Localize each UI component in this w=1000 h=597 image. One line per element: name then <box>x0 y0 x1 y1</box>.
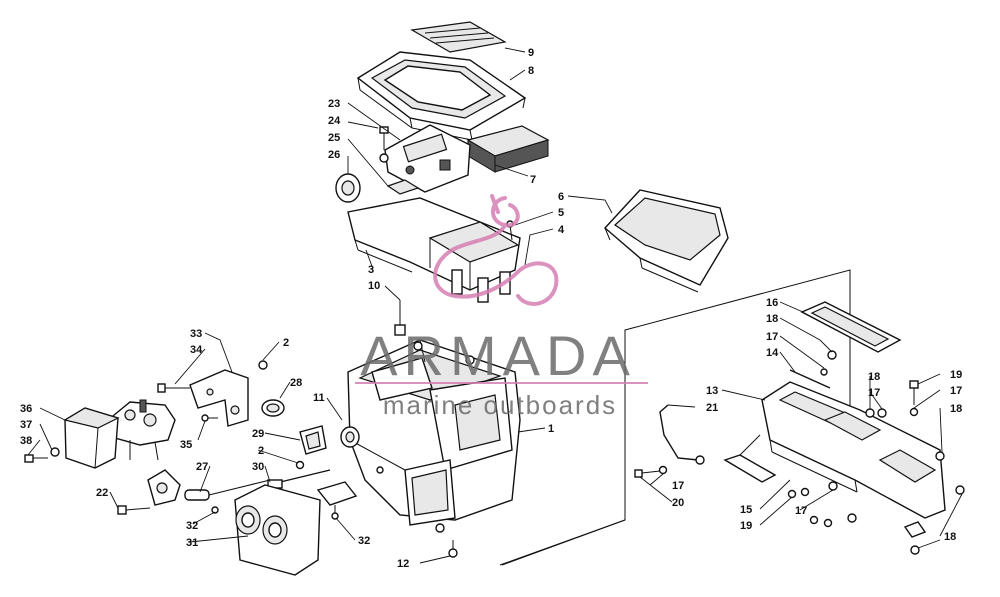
callout-23: 23 <box>328 98 340 110</box>
bolt-34 <box>157 383 190 393</box>
clamp-28 <box>261 399 285 417</box>
callout-35: 35 <box>180 439 192 451</box>
seahorse-logo <box>433 194 559 306</box>
callout-37: 37 <box>20 419 32 431</box>
callout-27: 27 <box>196 461 208 473</box>
twin-intake <box>234 484 321 576</box>
washer-17-right <box>865 408 887 418</box>
fasteners-19b <box>787 481 857 528</box>
nut-2a <box>258 360 268 370</box>
callout-17c: 17 <box>950 385 962 397</box>
filter-element <box>466 125 550 173</box>
callout-30: 30 <box>252 461 264 473</box>
carburetor <box>107 399 176 461</box>
callout-20: 20 <box>672 497 684 509</box>
callout-22: 22 <box>96 487 108 499</box>
callout-17b: 17 <box>868 387 880 399</box>
callout-18b: 18 <box>868 371 880 383</box>
callout-16: 16 <box>766 297 778 309</box>
nut-2b <box>295 460 305 470</box>
callout-8: 8 <box>528 65 534 77</box>
gasket-16 <box>800 301 902 353</box>
callout-17d: 17 <box>672 480 684 492</box>
callout-19a: 19 <box>950 369 962 381</box>
callout-13: 13 <box>706 385 718 397</box>
bracket-29 <box>299 425 327 455</box>
callout-11: 11 <box>313 392 325 404</box>
rod-14 <box>789 350 837 389</box>
callout-38: 38 <box>20 435 32 447</box>
callout-18a: 18 <box>766 313 778 325</box>
callout-36: 36 <box>20 403 32 415</box>
nut-18c <box>935 451 945 461</box>
callout-21: 21 <box>706 402 718 414</box>
bracket-15 <box>723 434 777 483</box>
screw-32a <box>211 506 219 514</box>
intake-boot <box>603 189 729 293</box>
callout-12: 12 <box>397 558 409 570</box>
isolator-18d <box>903 485 965 555</box>
filter-cover <box>356 51 527 141</box>
callout-32a: 32 <box>186 520 198 532</box>
callout-32b: 32 <box>358 535 370 547</box>
callout-18d: 18 <box>944 531 956 543</box>
screw-12 <box>448 540 458 558</box>
screw-20 <box>634 465 668 478</box>
callout-6: 6 <box>558 191 564 203</box>
callout-5: 5 <box>558 207 564 219</box>
callout-2b: 2 <box>258 445 264 457</box>
callout-18c: 18 <box>950 403 962 415</box>
callout-9: 9 <box>528 47 534 59</box>
watermark-brand: ARMADA <box>360 324 636 387</box>
bracket-33 <box>189 369 249 427</box>
spacer-10 <box>394 300 406 336</box>
callout-2a: 2 <box>283 337 289 349</box>
intake-silencer <box>63 407 120 469</box>
screw-35 <box>201 414 218 422</box>
bolt-19a <box>909 380 919 417</box>
callout-1: 1 <box>548 423 554 435</box>
filter-label-plate <box>410 21 507 53</box>
washer-37 <box>50 447 60 457</box>
grommet-26 <box>335 173 361 203</box>
link-rod-21 <box>659 404 705 465</box>
module-plate <box>384 124 471 193</box>
rod-30 <box>267 469 331 489</box>
clamp-11 <box>340 426 360 448</box>
watermark: ARMADA marine outboards <box>355 194 648 420</box>
callout-3: 3 <box>368 264 374 276</box>
bolt-22 <box>117 505 151 515</box>
callout-15: 15 <box>740 504 752 516</box>
air-box <box>347 339 521 533</box>
callout-10: 10 <box>368 280 380 292</box>
callout-17a: 17 <box>766 331 778 343</box>
callout-28: 28 <box>290 377 302 389</box>
callout-33: 33 <box>190 328 202 340</box>
bolt-24 <box>379 126 389 163</box>
leader-lines <box>27 47 963 564</box>
callout-14: 14 <box>766 347 779 359</box>
callout-31: 31 <box>186 537 198 549</box>
callout-7: 7 <box>530 174 536 186</box>
hose-27 <box>184 479 271 501</box>
watermark-tagline: marine outboards <box>383 390 617 420</box>
callout-labels: 9 8 23 24 25 26 7 6 5 4 3 10 33 34 2 28 … <box>20 47 962 570</box>
callout-29: 29 <box>252 428 264 440</box>
callout-19b: 19 <box>740 520 752 532</box>
bolt-38 <box>24 454 48 463</box>
manifold-22 <box>147 469 181 506</box>
callout-34: 34 <box>190 344 203 356</box>
duct-13 <box>761 381 946 519</box>
washer-25 <box>386 179 420 195</box>
bracket-32 <box>316 481 358 520</box>
callout-25: 25 <box>328 132 340 144</box>
callout-4: 4 <box>558 224 565 236</box>
callout-24: 24 <box>328 115 341 127</box>
callout-17e: 17 <box>795 505 807 517</box>
callout-26: 26 <box>328 149 340 161</box>
